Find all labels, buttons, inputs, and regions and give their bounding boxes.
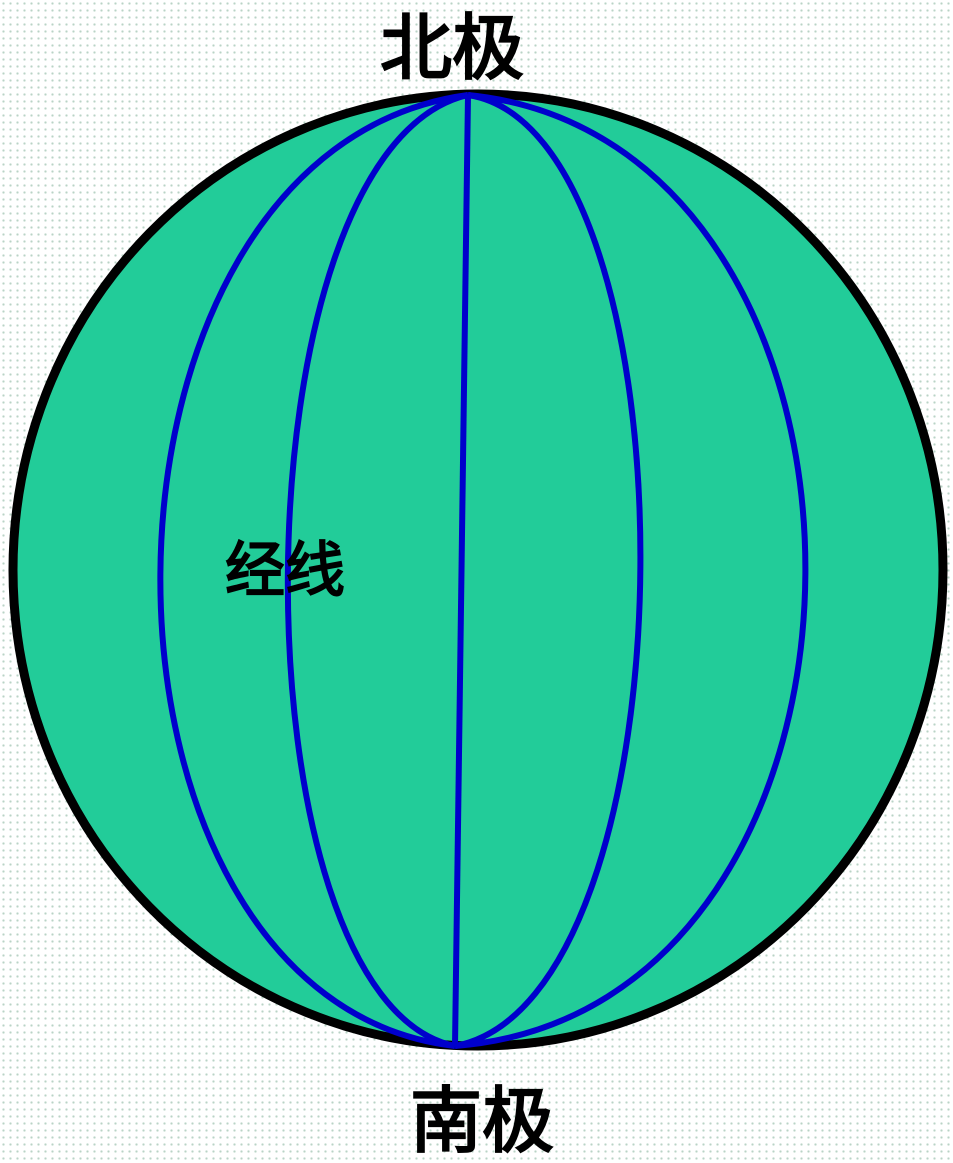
north-pole-label: 北极 <box>380 12 524 84</box>
meridian-label: 经线 <box>225 541 345 601</box>
south-pole-label: 南极 <box>410 1085 554 1157</box>
